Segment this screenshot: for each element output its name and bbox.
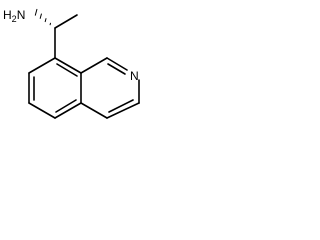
molecule-structure: H2N N xyxy=(3,8,140,119)
amine-n: N xyxy=(17,8,26,22)
amine-subscript: 2 xyxy=(12,14,17,24)
pyridine-ring xyxy=(80,57,140,119)
methyl-bond xyxy=(54,14,78,29)
benzo-ring xyxy=(28,57,82,119)
ring-nitrogen-label: N xyxy=(130,69,139,83)
amine-label: H2N xyxy=(3,8,25,24)
amine-h: H xyxy=(3,8,12,22)
hashed-wedge-bond xyxy=(34,8,56,29)
